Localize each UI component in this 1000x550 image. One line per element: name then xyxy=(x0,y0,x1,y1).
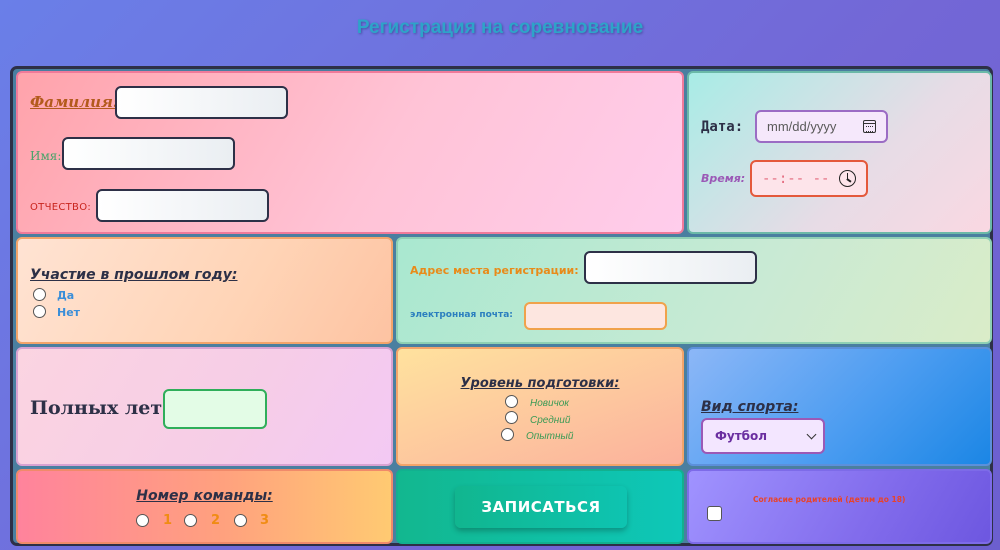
date-placeholder: mm/dd/yyyy xyxy=(767,119,837,134)
team-1-radio[interactable] xyxy=(136,514,149,527)
registration-form: Фамилия: Имя: ОТЧЕСТВО: Дата: mm/dd/yyyy… xyxy=(10,66,993,546)
time-input[interactable]: --:-- -- xyxy=(750,160,868,197)
team-3-label: 3 xyxy=(260,513,270,528)
team-2-radio[interactable] xyxy=(184,514,197,527)
age-label: Полных лет xyxy=(30,397,163,419)
page-title: Регистрация на соревнование xyxy=(356,17,644,38)
sport-select[interactable]: Футбол xyxy=(701,418,825,454)
calendar-icon[interactable] xyxy=(863,120,876,133)
participation-section: Участие в прошлом году: Да Нет xyxy=(16,237,393,344)
time-label: Время: xyxy=(701,172,746,185)
age-input[interactable] xyxy=(163,389,267,429)
date-input[interactable]: mm/dd/yyyy xyxy=(755,110,888,143)
team-1-label: 1 xyxy=(163,513,173,528)
age-section: Полных лет xyxy=(16,347,393,466)
participation-label: Участие в прошлом году: xyxy=(30,267,238,283)
surname-input[interactable] xyxy=(115,86,288,119)
sport-section: Вид спорта: Футбол xyxy=(687,347,992,466)
datetime-section: Дата: mm/dd/yyyy Время: --:-- -- xyxy=(687,71,992,234)
level-experienced-label: Опытный xyxy=(526,431,574,442)
level-intermediate-label: Средний xyxy=(530,415,571,426)
surname-label: Фамилия: xyxy=(30,93,119,111)
submit-section: ЗАПИСАТЬСЯ xyxy=(396,469,684,544)
address-label: Адрес места регистрации: xyxy=(410,264,579,277)
level-beginner-label: Новичок xyxy=(530,398,570,409)
patronymic-input[interactable] xyxy=(96,189,269,222)
team-2-label: 2 xyxy=(211,513,221,528)
participation-yes-radio[interactable] xyxy=(33,288,46,301)
name-input[interactable] xyxy=(62,137,235,170)
date-label: Дата: xyxy=(701,119,744,135)
fio-section: Фамилия: Имя: ОТЧЕСТВО: xyxy=(16,71,684,234)
chevron-down-icon xyxy=(806,429,817,440)
participation-no-label: Нет xyxy=(57,306,81,319)
consent-section: Согласие родителей (детям до 18) xyxy=(687,469,992,544)
email-label: электронная почта: xyxy=(410,310,513,320)
sport-label: Вид спорта: xyxy=(701,399,799,415)
name-label: Имя: xyxy=(30,149,62,163)
team-section: Номер команды: 1 2 3 xyxy=(16,469,393,544)
address-section: Адрес места регистрации: электронная поч… xyxy=(396,237,992,344)
email-input[interactable] xyxy=(524,302,667,330)
level-beginner-radio[interactable] xyxy=(505,395,518,408)
team-label: Номер команды: xyxy=(136,488,273,504)
participation-no-radio[interactable] xyxy=(33,305,46,318)
level-section: Уровень подготовки: Новичок Средний Опыт… xyxy=(396,347,684,466)
team-3-radio[interactable] xyxy=(234,514,247,527)
consent-checkbox[interactable] xyxy=(707,506,722,521)
submit-button[interactable]: ЗАПИСАТЬСЯ xyxy=(455,486,627,528)
address-input[interactable] xyxy=(584,251,757,284)
participation-yes-label: Да xyxy=(57,289,75,302)
level-intermediate-radio[interactable] xyxy=(505,411,518,424)
patronymic-label: ОТЧЕСТВО: xyxy=(30,202,92,213)
sport-selected-value: Футбол xyxy=(715,429,768,443)
clock-icon[interactable] xyxy=(839,170,856,187)
level-experienced-radio[interactable] xyxy=(501,428,514,441)
consent-label: Согласие родителей (детям до 18) xyxy=(753,495,906,504)
time-placeholder: --:-- -- xyxy=(762,171,830,187)
level-label: Уровень подготовки: xyxy=(460,376,620,391)
